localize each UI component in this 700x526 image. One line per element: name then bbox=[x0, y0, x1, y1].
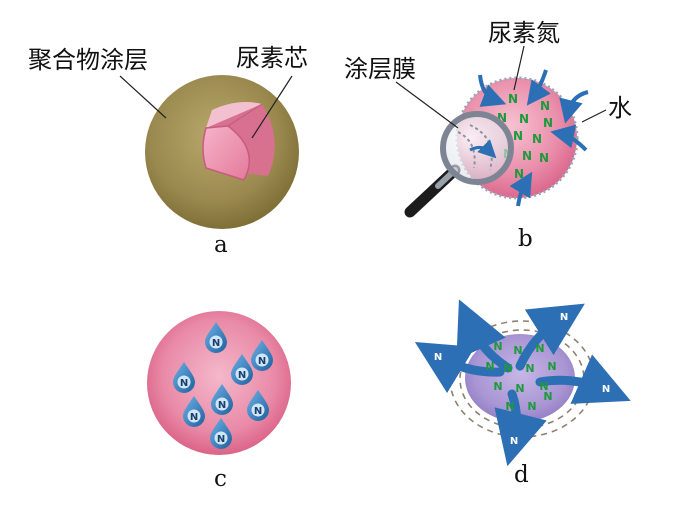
water-label: 水 bbox=[608, 94, 632, 122]
nitrogen-symbol: N bbox=[543, 116, 553, 130]
nitrogen-symbol: N bbox=[522, 149, 532, 163]
nitrogen-symbol: N bbox=[513, 344, 522, 357]
coating-leader-line bbox=[119, 75, 167, 119]
panel-b-letter: b bbox=[518, 226, 533, 252]
nitrogen-symbol: N bbox=[547, 360, 556, 373]
nitrogen-symbol: N bbox=[493, 380, 502, 393]
nitrogen-symbol: N bbox=[218, 400, 226, 411]
nitrogen-symbol: N bbox=[515, 382, 524, 395]
release-arrow bbox=[515, 303, 585, 371]
urea-core-front bbox=[202, 125, 251, 181]
nitrogen-symbol: N bbox=[560, 312, 568, 323]
panel-a-granule bbox=[119, 75, 299, 229]
panel-c-drop-group: N N N N N N N N bbox=[173, 322, 273, 449]
nitrogen-symbol: N bbox=[505, 400, 514, 413]
water-arrow bbox=[509, 171, 533, 207]
water-drop-icon: N bbox=[231, 354, 253, 385]
nitrogen-symbol: N bbox=[510, 436, 518, 447]
water-drop-icon: N bbox=[211, 384, 233, 415]
nitrogen-symbol: N bbox=[212, 338, 220, 349]
nitrogen-symbol: N bbox=[434, 352, 442, 363]
water-arrow bbox=[550, 124, 588, 152]
water-drop-icon: N bbox=[210, 418, 232, 449]
panel-a-letter: a bbox=[214, 232, 228, 258]
nitrogen-symbol: N bbox=[217, 434, 225, 445]
nitrogen-symbol: N bbox=[503, 362, 512, 375]
nitrogen-symbol: N bbox=[535, 342, 544, 355]
nitrogen-symbol: N bbox=[493, 340, 502, 353]
water-arrow bbox=[559, 90, 589, 124]
nitrogen-symbol: N bbox=[254, 406, 262, 417]
coating-film-label: 涂层膜 bbox=[344, 55, 416, 83]
nitrogen-symbol: N bbox=[602, 384, 610, 395]
urea-core-label: 尿素芯 bbox=[236, 44, 308, 72]
release-arrow bbox=[535, 354, 631, 404]
nitrogen-symbol: N bbox=[539, 151, 549, 165]
nitrogen-symbol: N bbox=[532, 132, 542, 146]
nitrogen-symbol: N bbox=[527, 400, 536, 413]
polymer-coating-label: 聚合物涂层 bbox=[28, 46, 148, 74]
nitrogen-symbol: N bbox=[508, 92, 518, 106]
urea-nitrogen-label: 尿素氮 bbox=[488, 19, 560, 47]
panel-d-letter: d bbox=[514, 462, 529, 488]
nitrogen-symbol: N bbox=[180, 378, 188, 389]
film-leader-line bbox=[395, 81, 459, 129]
nitrogen-symbol: N bbox=[525, 362, 534, 375]
water-leader-line bbox=[581, 109, 607, 123]
water-drop-icon: N bbox=[247, 390, 269, 421]
nitrogen-symbol: N bbox=[540, 99, 550, 113]
core-leader-line bbox=[251, 75, 293, 139]
nitrogen-symbol: N bbox=[190, 412, 198, 423]
nitrogen-symbol: N bbox=[539, 380, 548, 393]
panel-c-letter: c bbox=[214, 466, 227, 492]
nitrogen-leader-line bbox=[513, 45, 525, 91]
nitrogen-symbol: N bbox=[519, 112, 529, 126]
nitrogen-symbol: N bbox=[497, 111, 507, 125]
nitrogen-symbol: N bbox=[258, 356, 266, 367]
water-drop-icon: N bbox=[251, 340, 273, 371]
water-drop-icon: N bbox=[183, 396, 205, 427]
release-arrow bbox=[456, 299, 513, 373]
water-arrow bbox=[526, 69, 551, 106]
nitrogen-symbol: N bbox=[513, 129, 523, 143]
release-arrow bbox=[414, 342, 505, 394]
release-arrow bbox=[494, 389, 547, 467]
nitrogen-symbol: N bbox=[238, 370, 246, 381]
water-arrow bbox=[478, 74, 507, 107]
panel-c-granule: N N N N N N N N bbox=[147, 311, 291, 455]
water-drop-icon: N bbox=[205, 322, 227, 353]
nitrogen-symbol: N bbox=[514, 167, 524, 181]
nitrogen-symbol: N bbox=[485, 360, 494, 373]
water-drop-icon: N bbox=[173, 362, 195, 393]
nitrogen-symbol: N bbox=[543, 390, 552, 403]
magnifier-icon bbox=[404, 111, 514, 218]
panel-d-release-arrows bbox=[414, 299, 631, 467]
